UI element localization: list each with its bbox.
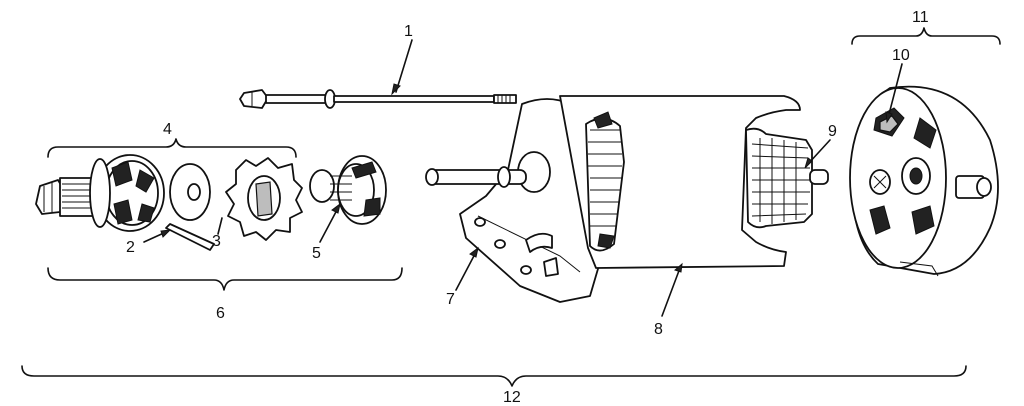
callout-10: 10: [892, 47, 910, 64]
bracket-11: [851, 27, 1001, 45]
retainer-pin: [165, 223, 215, 251]
bracket-6: [47, 267, 403, 291]
pinion-gear: [225, 157, 303, 241]
bracket-4: [47, 138, 297, 158]
leader-lines: [143, 39, 903, 317]
callout-6: 6: [216, 305, 225, 322]
callout-labels: 1 2 3 4 5 6 7 8 9 10 11 12: [126, 9, 929, 406]
callout-2: 2: [126, 239, 135, 256]
callout-1: 1: [404, 23, 413, 40]
callout-11: 11: [912, 9, 929, 26]
drive-spring-collar: [309, 155, 387, 225]
callout-9: 9: [828, 123, 837, 140]
callout-8: 8: [654, 321, 663, 338]
callout-7: 7: [446, 291, 455, 308]
callout-5: 5: [312, 245, 321, 262]
through-bolt: [239, 89, 517, 109]
thrust-washer: [169, 163, 211, 221]
field-frame: [559, 95, 801, 269]
callout-3: 3: [212, 233, 221, 250]
callout-12: 12: [503, 389, 521, 406]
commutator: [745, 127, 829, 229]
bracket-12: [21, 365, 967, 387]
drive-end-housing: [425, 98, 601, 303]
overrunning-clutch: [35, 154, 165, 232]
commutator-end-frame: [849, 85, 999, 277]
callout-4: 4: [163, 121, 172, 138]
